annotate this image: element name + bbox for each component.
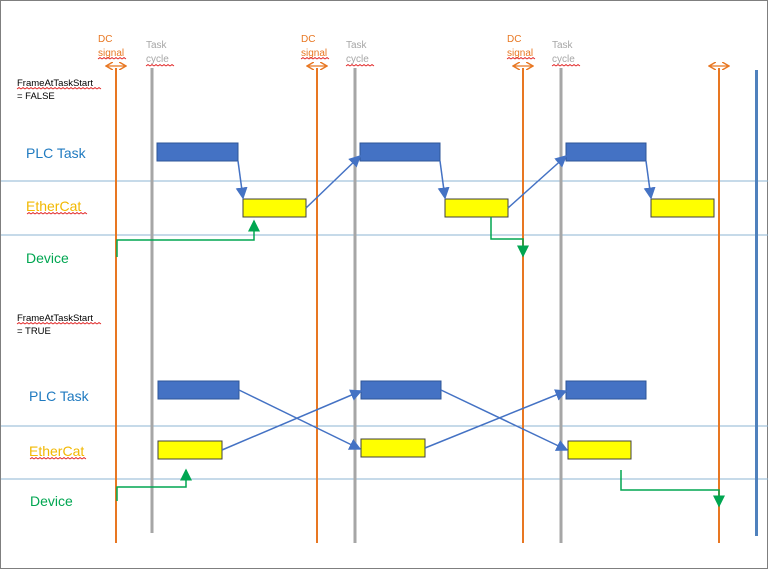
dc-signal-lines bbox=[115, 68, 720, 543]
ethercat-frame-box bbox=[157, 440, 223, 460]
plc-to-ethercat-arrow bbox=[643, 160, 656, 200]
plc-task-box bbox=[565, 142, 647, 162]
plc-task-label-true: PLC Task bbox=[29, 388, 90, 404]
task-label-2a: Task bbox=[346, 40, 368, 51]
ethercat-frame-box bbox=[242, 198, 307, 218]
task-label-1b: cycle bbox=[146, 54, 169, 65]
section-true: FrameAtTaskStart = TRUE PLC Task EtherCa… bbox=[17, 313, 93, 509]
ethercat-to-plc-arrow bbox=[221, 389, 363, 451]
lane-lines bbox=[1, 180, 768, 480]
ethercat-label-false: EtherCat bbox=[26, 198, 81, 214]
dc-label-2a: DC bbox=[301, 34, 315, 45]
dc-label-1a: DC bbox=[98, 34, 112, 45]
plc-to-ethercat-arrow bbox=[440, 389, 569, 451]
section-false-device-arrows bbox=[116, 217, 529, 258]
ethercat-frame-box bbox=[567, 440, 632, 460]
section-true-value: = TRUE bbox=[17, 326, 51, 337]
device-to-ethercat-arrow bbox=[116, 468, 192, 501]
section-true-data-arrows bbox=[221, 389, 569, 451]
section-true-device-arrows bbox=[116, 468, 725, 508]
ethercat-frame-box bbox=[444, 198, 509, 218]
dc-label-1b: signal bbox=[98, 48, 124, 59]
plc-task-box bbox=[156, 142, 239, 162]
ethercat-to-plc-arrow bbox=[424, 389, 568, 449]
plc-task-box bbox=[359, 142, 441, 162]
task-label-2b: cycle bbox=[346, 54, 369, 65]
section-false-boxes bbox=[156, 142, 715, 218]
plc-to-ethercat-arrow bbox=[238, 389, 362, 450]
plc-task-box bbox=[360, 380, 442, 400]
device-to-ethercat-arrow bbox=[116, 219, 260, 257]
ethercat-to-device-arrow bbox=[490, 217, 529, 258]
right-boundary-bar bbox=[755, 70, 758, 536]
ethercat-label-true: EtherCat bbox=[29, 443, 84, 459]
device-label-false: Device bbox=[26, 250, 69, 266]
dc-signal-labels: DC signal DC signal DC signal bbox=[98, 34, 533, 59]
ethercat-frame-box bbox=[650, 198, 715, 218]
dc-label-2b: signal bbox=[301, 48, 327, 59]
section-true-boxes bbox=[157, 380, 647, 460]
task-label-3b: cycle bbox=[552, 54, 575, 65]
section-false-data-arrows bbox=[235, 154, 656, 209]
spellcheck-underlines bbox=[16, 57, 581, 460]
plc-task-box bbox=[565, 380, 647, 400]
task-cycle-labels: Task cycle Task cycle Task cycle bbox=[146, 40, 575, 65]
ethercat-to-device-arrow bbox=[620, 470, 725, 508]
task-label-3a: Task bbox=[552, 40, 574, 51]
device-label-true: Device bbox=[30, 493, 73, 509]
section-true-title: FrameAtTaskStart bbox=[17, 313, 93, 324]
plc-task-box bbox=[157, 380, 240, 400]
task-cycle-lines bbox=[150, 68, 563, 543]
section-false-value: = FALSE bbox=[17, 91, 55, 102]
task-label-1a: Task bbox=[146, 40, 168, 51]
ethercat-to-plc-arrow bbox=[305, 154, 362, 209]
dc-label-3a: DC bbox=[507, 34, 521, 45]
plc-to-ethercat-arrow bbox=[437, 160, 450, 200]
plc-task-label-false: PLC Task bbox=[26, 145, 87, 161]
ethercat-frame-box bbox=[360, 438, 426, 458]
dc-label-3b: signal bbox=[507, 48, 533, 59]
section-false: FrameAtTaskStart = FALSE PLC Task EtherC… bbox=[17, 78, 93, 266]
plc-to-ethercat-arrow bbox=[235, 160, 248, 200]
ethercat-to-plc-arrow bbox=[507, 154, 568, 209]
section-false-title: FrameAtTaskStart bbox=[17, 78, 93, 89]
